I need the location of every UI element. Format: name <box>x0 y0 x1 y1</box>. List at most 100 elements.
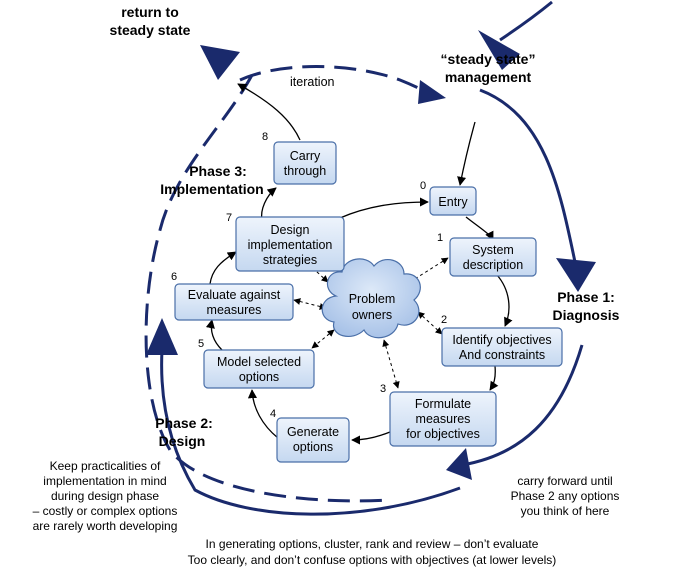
step-5-line-2: options <box>239 370 279 384</box>
step-box <box>276 417 350 463</box>
step-3-line-2: measures <box>416 412 471 426</box>
step-8-line-1: Carry <box>290 149 321 163</box>
note-right-line-2: Phase 2 any options <box>511 489 620 503</box>
note-left-line-1: Keep practicalities of <box>50 459 161 473</box>
step-1-system-description: System description 1 <box>437 232 537 277</box>
arrow-measures-generate <box>351 431 391 445</box>
step-8-line-2: through <box>284 164 326 178</box>
link-owners-measures <box>382 339 400 389</box>
iteration-label: iteration <box>290 75 335 89</box>
iteration-dashed-line <box>239 65 441 100</box>
phase-3-line-2: Implementation <box>160 181 263 197</box>
note-bottom-line-1: In generating options, cluster, rank and… <box>206 537 539 551</box>
arrowhead-design <box>146 318 178 355</box>
step-7-line-3: strategies <box>263 253 317 267</box>
link-owners-model <box>311 329 335 349</box>
step-5-number: 5 <box>198 338 204 350</box>
step-4-line-1: Generate <box>287 425 339 439</box>
step-2-identify-objectives: Identify objectives And constraints 2 <box>441 314 563 367</box>
note-left-line-4: – costly or complex options <box>33 504 178 518</box>
diagnosis-arrow-line <box>479 88 577 263</box>
arrowhead-return <box>200 45 240 80</box>
step-box <box>273 141 337 185</box>
label-phase-1: Phase 1: Diagnosis <box>553 289 620 323</box>
step-3-formulate-measures: Formulate measures for objectives 3 <box>380 383 497 447</box>
step-7-line-1: Design <box>271 223 310 237</box>
step-1-line-1: System <box>472 243 514 257</box>
arrow-objectives-measures <box>489 365 499 391</box>
step-box <box>441 327 563 367</box>
center-line-1: Problem <box>349 292 396 306</box>
arrow-carry-return <box>237 83 301 141</box>
problem-owners-cloud: Problem owners <box>321 258 421 339</box>
step-0-number: 0 <box>420 180 426 192</box>
step-7-design-implementation-strategies: Design implementation strategies 7 <box>226 212 345 272</box>
label-steady-state-management: “steady state” management <box>441 51 536 85</box>
center-line-2: owners <box>352 308 392 322</box>
return-line-2: steady state <box>110 22 191 38</box>
phase-2-line-1: Phase 2: <box>155 415 213 431</box>
step-box <box>235 216 345 272</box>
arrowhead-steady <box>478 30 520 70</box>
step-3-line-3: for objectives <box>406 427 480 441</box>
steady-line-2: management <box>445 69 532 85</box>
design-arrow-line <box>160 349 461 516</box>
phase-2-line-2: Design <box>159 433 206 449</box>
step-8-carry-through: Carry through 8 <box>262 131 337 185</box>
arrow-evaluate-design <box>209 251 237 285</box>
phase-arrowheads <box>146 30 596 480</box>
step-6-number: 6 <box>171 271 177 283</box>
step-box <box>389 391 497 447</box>
arrow-entry-system <box>465 216 494 241</box>
step-box <box>203 349 315 389</box>
step-box <box>429 186 477 216</box>
step-4-generate-options: Generate options 4 <box>270 408 350 463</box>
note-bottom-line-2: Too clearly, and don’t confuse options w… <box>188 553 557 567</box>
arrow-system-objectives <box>496 274 513 327</box>
step-1-number: 1 <box>437 232 443 244</box>
arrowhead-diagnosis <box>556 258 596 292</box>
phase-1-line-1: Phase 1: <box>557 289 615 305</box>
label-phase-3: Phase 3: Implementation <box>160 163 263 197</box>
step-box <box>174 283 294 321</box>
note-bottom: In generating options, cluster, rank and… <box>188 537 557 567</box>
arrow-model-evaluate <box>205 319 223 351</box>
step-2-line-1: Identify objectives <box>452 333 551 347</box>
step-6-evaluate-against-measures: Evaluate against measures 6 <box>171 271 294 321</box>
step-7-line-2: implementation <box>248 238 333 252</box>
step-0-entry: Entry 0 <box>420 180 477 216</box>
step-5-line-1: Model selected <box>217 355 301 369</box>
phase-3-line-1: Phase 3: <box>189 163 247 179</box>
step-6-line-1: Evaluate against <box>188 288 281 302</box>
note-right-line-1: carry forward until <box>517 474 612 488</box>
note-right-line-3: you think of here <box>521 504 610 518</box>
arrowhead-iteration <box>418 80 446 104</box>
return-line-1: return to <box>121 4 179 20</box>
step-3-number: 3 <box>380 383 386 395</box>
steady-line-1: “steady state” <box>441 51 536 67</box>
label-return-steady-state: return to steady state <box>110 4 191 38</box>
step-0-line-1: Entry <box>438 195 468 209</box>
step-2-number: 2 <box>441 314 447 326</box>
implementation-dashed-line <box>144 74 391 503</box>
note-left-line-3: during design phase <box>51 489 159 503</box>
step-2-line-2: And constraints <box>459 348 545 362</box>
arrow-design-carry <box>260 187 277 221</box>
note-right: carry forward until Phase 2 any options … <box>511 474 620 518</box>
phase-1-line-2: Diagnosis <box>553 307 620 323</box>
step-1-line-2: description <box>463 258 523 272</box>
step-3-line-1: Formulate <box>415 397 471 411</box>
arrow-design-entry <box>339 197 429 219</box>
arrow-steady-entry <box>457 121 476 186</box>
step-7-number: 7 <box>226 212 232 224</box>
step-5-model-selected-options: Model selected options 5 <box>198 338 315 389</box>
note-left: Keep practicalities of implementation in… <box>33 459 178 533</box>
entry-arrow-line <box>499 0 553 42</box>
step-8-number: 8 <box>262 131 268 143</box>
link-owners-objectives <box>417 311 443 335</box>
design-return-arrow-line <box>461 344 584 467</box>
arrowhead-design-return <box>446 448 472 480</box>
note-left-line-2: implementation in mind <box>43 474 166 488</box>
arrow-generate-model <box>247 389 279 439</box>
label-phase-2: Phase 2: Design <box>155 415 213 449</box>
